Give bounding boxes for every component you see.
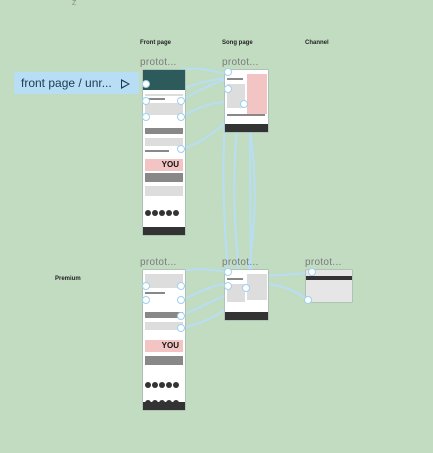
avatar bbox=[151, 381, 158, 388]
connection-node[interactable] bbox=[224, 268, 232, 276]
content-block bbox=[145, 103, 183, 115]
connection-node[interactable] bbox=[177, 97, 185, 105]
connection-node[interactable] bbox=[224, 85, 232, 93]
play-icon[interactable] bbox=[121, 79, 130, 89]
flow-start-button[interactable]: front page / unr... bbox=[14, 72, 139, 94]
avatar bbox=[172, 381, 179, 388]
connection-node[interactable] bbox=[224, 68, 232, 76]
avatar bbox=[172, 209, 179, 216]
avatar bbox=[158, 381, 165, 388]
connection-node[interactable] bbox=[142, 113, 150, 121]
avatar bbox=[144, 209, 151, 216]
connection-node[interactable] bbox=[142, 97, 150, 105]
thumbnail-row bbox=[145, 356, 183, 365]
text-line bbox=[145, 98, 165, 100]
connection-node[interactable] bbox=[308, 268, 316, 276]
connection-node[interactable] bbox=[177, 145, 185, 153]
thumbnail-row bbox=[145, 128, 183, 134]
content-block bbox=[145, 138, 183, 146]
hero-image bbox=[143, 70, 185, 90]
content-block bbox=[145, 322, 183, 330]
track-list bbox=[227, 284, 245, 302]
avatar bbox=[151, 209, 158, 216]
prototype-label: protot... bbox=[305, 257, 342, 268]
thumbnail-row bbox=[145, 312, 183, 318]
connection-node[interactable] bbox=[177, 324, 185, 332]
column-label-channel: Channel bbox=[305, 40, 329, 46]
bottom-nav-bar bbox=[143, 227, 185, 235]
promo-banner: YOU bbox=[145, 159, 183, 171]
promo-banner: YOU bbox=[145, 340, 183, 352]
thumbnail-row bbox=[145, 173, 183, 182]
prototype-label: protot... bbox=[222, 57, 259, 68]
connection-node[interactable] bbox=[224, 282, 232, 290]
album-art bbox=[247, 74, 267, 114]
flow-label: front page / unr... bbox=[21, 76, 112, 90]
text-line bbox=[145, 292, 165, 294]
avatar bbox=[165, 209, 172, 216]
column-label-front-page: Front page bbox=[140, 40, 171, 46]
connection-node[interactable] bbox=[177, 296, 185, 304]
text-line bbox=[227, 114, 265, 116]
text-line bbox=[145, 150, 169, 152]
prototype-label: protot... bbox=[140, 57, 177, 68]
text-line bbox=[145, 94, 183, 96]
premium-front-page-frame[interactable]: YOU bbox=[143, 270, 185, 410]
column-label-song-page: Song page bbox=[222, 40, 253, 46]
corner-mark: Z bbox=[72, 0, 77, 7]
banner-text: YOU bbox=[161, 160, 179, 169]
text-line bbox=[227, 78, 243, 80]
bottom-nav-bar bbox=[225, 312, 268, 320]
channel-header bbox=[306, 276, 352, 280]
avatar bbox=[165, 381, 172, 388]
bottom-nav-bar bbox=[225, 124, 268, 132]
content-block bbox=[145, 274, 183, 288]
album-art bbox=[247, 274, 267, 300]
connection-node[interactable] bbox=[177, 113, 185, 121]
connection-node[interactable] bbox=[177, 312, 185, 320]
text-line bbox=[227, 278, 243, 280]
connection-node[interactable] bbox=[142, 80, 150, 88]
avatar bbox=[144, 381, 151, 388]
section-label-premium: Premium bbox=[55, 276, 81, 282]
connection-node[interactable] bbox=[242, 284, 250, 292]
prototype-label: protot... bbox=[222, 257, 259, 268]
prototype-label: protot... bbox=[140, 257, 177, 268]
connection-node[interactable] bbox=[142, 282, 150, 290]
song-page-frame[interactable] bbox=[225, 70, 268, 132]
bottom-nav-bar bbox=[143, 402, 185, 410]
banner-text: YOU bbox=[161, 341, 179, 350]
connection-node[interactable] bbox=[240, 100, 248, 108]
premium-song-page-frame[interactable] bbox=[225, 270, 268, 320]
connection-node[interactable] bbox=[177, 282, 185, 290]
avatar bbox=[158, 209, 165, 216]
connection-node[interactable] bbox=[304, 296, 312, 304]
content-block bbox=[145, 186, 183, 196]
connection-node[interactable] bbox=[142, 296, 150, 304]
